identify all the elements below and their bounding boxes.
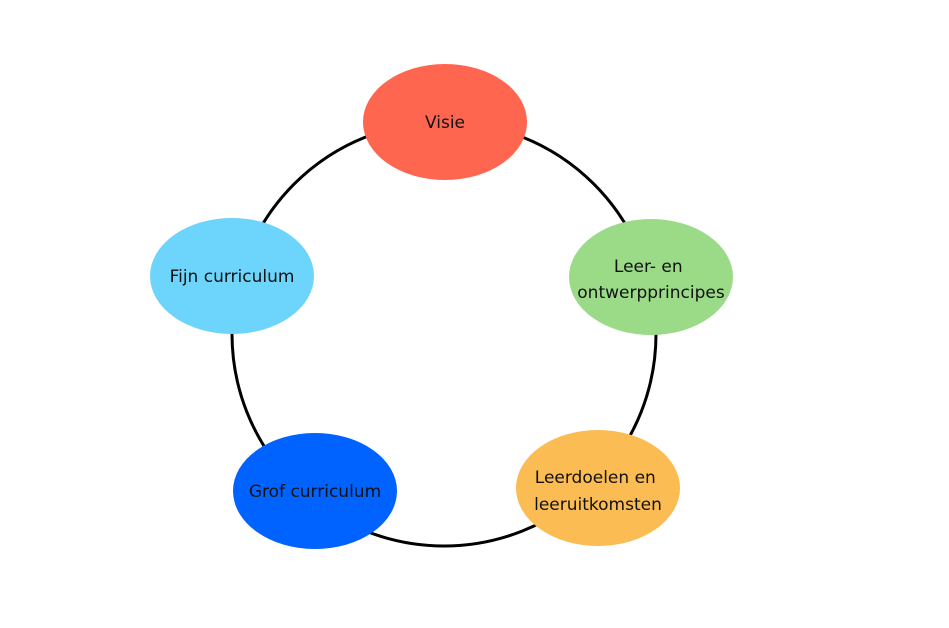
node-visie-label: Visie [425, 113, 465, 133]
node-leerdoelen-en-leeruitkomsten-label: Leerdoelen en leeruitkomsten [534, 468, 662, 515]
node-fijn-curriculum-label-line: Fijn curriculum [170, 267, 295, 287]
node-grof-curriculum: Grof curriculum [233, 433, 397, 549]
node-leer-en-ontwerpprincipes-shape [569, 219, 733, 335]
node-leer-en-ontwerpprincipes-label-line: ontwerpprincipes [577, 283, 725, 303]
node-fijn-curriculum-shape [150, 218, 314, 334]
node-fijn-curriculum-label: Fijn curriculum [170, 267, 295, 287]
node-leer-en-ontwerpprincipes: Leer- en ontwerpprincipes [569, 219, 733, 335]
node-grof-curriculum-label-line: Grof curriculum [249, 482, 381, 502]
node-grof-curriculum-label: Grof curriculum [249, 482, 381, 502]
node-fijn-curriculum: Fijn curriculum [150, 218, 314, 334]
node-leer-en-ontwerpprincipes-label: Leer- en ontwerpprincipes [577, 257, 725, 303]
node-grof-curriculum-shape [233, 433, 397, 549]
node-visie: Visie [363, 64, 527, 180]
node-leerdoelen-en-leeruitkomsten-label-line: leeruitkomsten [534, 495, 662, 515]
node-visie-shape [363, 64, 527, 180]
node-leerdoelen-en-leeruitkomsten-shape [516, 430, 680, 546]
node-visie-label-line: Visie [425, 113, 465, 133]
node-leerdoelen-en-leeruitkomsten-label-line: Leerdoelen en [535, 468, 656, 488]
node-leerdoelen-en-leeruitkomsten: Leerdoelen en leeruitkomsten [516, 430, 680, 546]
node-leer-en-ontwerpprincipes-label-line: Leer- en [614, 257, 683, 277]
